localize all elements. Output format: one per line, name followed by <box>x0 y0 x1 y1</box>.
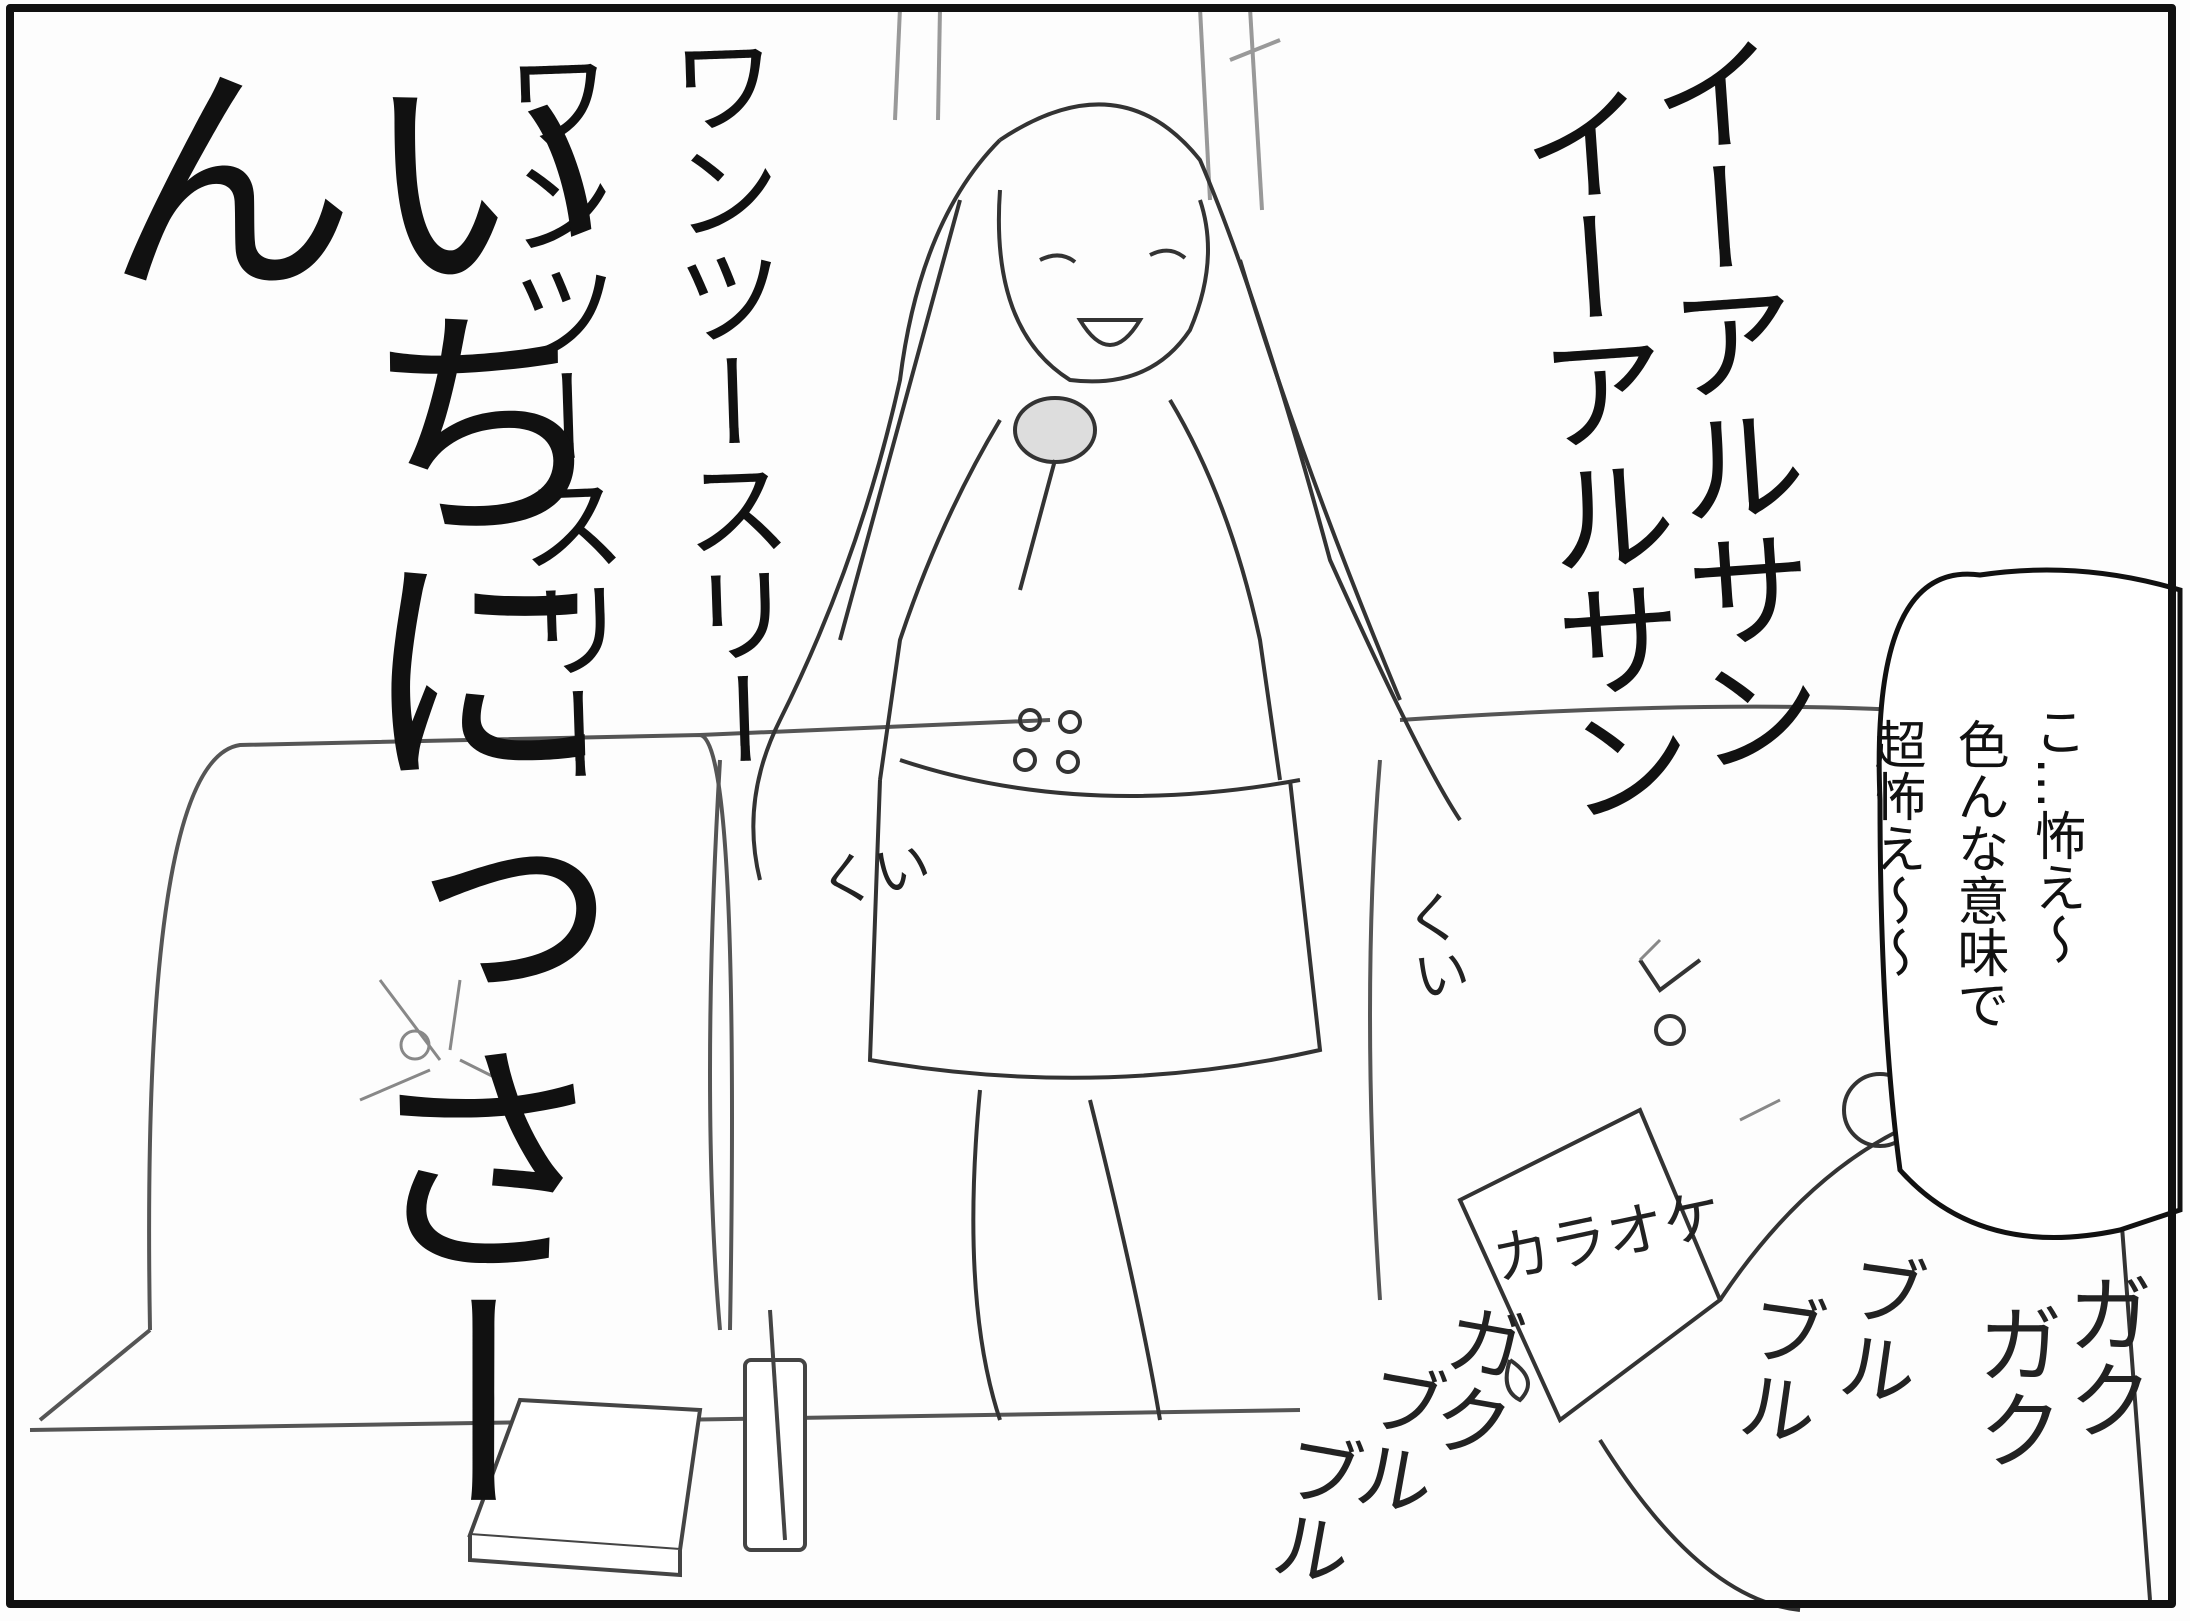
sfx-gaku-2: ガク <box>1962 1300 2062 1472</box>
singing-girl <box>751 102 1462 1421</box>
big-call-text: いちにっさーん <box>59 50 611 1520</box>
impact-lines <box>359 938 1781 1122</box>
speech-line-2: 色んな意味で <box>1948 718 2008 1030</box>
speech-line-1: こ…怖え〜 <box>2025 705 2085 965</box>
table-items <box>467 1309 807 1578</box>
speech-line-3: 超怖え〜〜 <box>1865 718 1925 978</box>
sfx-gaku-1: ガク <box>2052 1270 2152 1442</box>
panel-border <box>6 4 2176 1608</box>
window-frame <box>893 7 1281 211</box>
sfx-buru-2: ブル <box>1720 1284 1832 1452</box>
sfx-kui-right: くい <box>1392 886 1473 1006</box>
speech-bubble <box>1876 567 2183 1240</box>
chant-text-mid-1: ワンツースリー <box>649 28 800 774</box>
